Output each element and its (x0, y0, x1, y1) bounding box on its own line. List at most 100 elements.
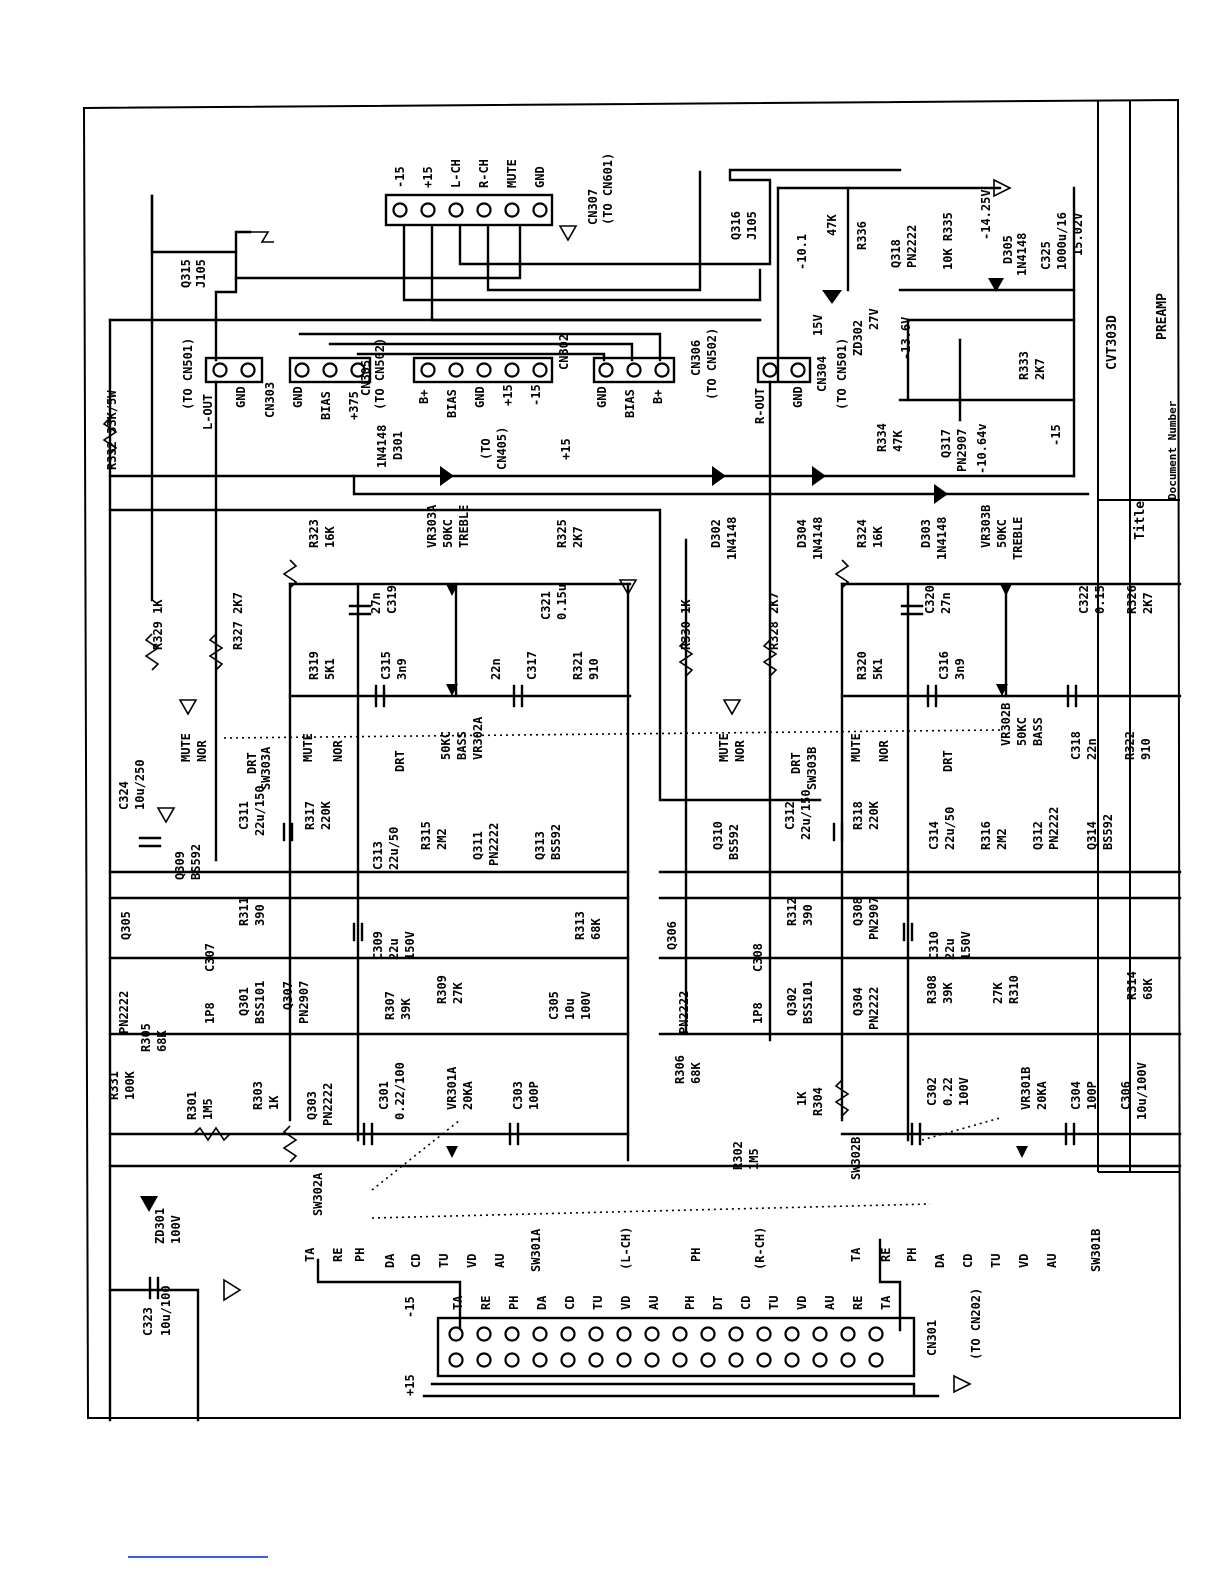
schematic-label: 22u (943, 938, 957, 960)
schematic-label: R329 1K (151, 599, 165, 650)
schematic-label: R-CH (477, 159, 491, 188)
schematic-label: PN2907 (955, 429, 969, 472)
schematic-label: (TO CN501) (181, 338, 195, 410)
schematic-label: C321 (539, 591, 553, 620)
schematic-label: MUTE (849, 733, 863, 762)
schematic-label: C312 (783, 801, 797, 830)
schematic-label: R331 (107, 1071, 121, 1100)
schematic-label: 1N4148 (725, 517, 739, 560)
schematic-label: GND (791, 386, 805, 408)
schematic-label: TREBLE (457, 505, 471, 548)
schematic-label: R306 (673, 1055, 687, 1084)
schematic-label: R323 (307, 519, 321, 548)
schematic-label: C325 (1039, 241, 1053, 270)
connector-pin (240, 362, 256, 378)
schematic-label: 27K (451, 982, 465, 1004)
connector-pin (784, 1352, 800, 1368)
schematic-label: 1P8 (203, 1002, 217, 1024)
schematic-label: R328 2K7 (767, 592, 781, 650)
schematic-label: (R-CH) (753, 1227, 767, 1270)
schematic-label: BS592 (1101, 814, 1115, 850)
schematic-label: PN2222 (1047, 807, 1061, 850)
title-label: Title (1133, 501, 1148, 540)
schematic-label: CD (563, 1296, 577, 1310)
schematic-label: TU (591, 1296, 605, 1310)
schematic-label: GND (291, 386, 305, 408)
schematic-label: PN2222 (677, 991, 691, 1034)
schematic-label: VR302B (999, 703, 1013, 746)
schematic-label: -14.25V (979, 189, 993, 240)
connector-pin (784, 1326, 800, 1342)
schematic-label: CN307 (586, 189, 600, 225)
schematic-label: CD (739, 1296, 753, 1310)
schematic-label: 10u/100V (1135, 1062, 1149, 1120)
schematic-label: GND (595, 386, 609, 408)
schematic-label: CN306 (689, 340, 703, 376)
schematic-label: Q311 (471, 831, 485, 860)
title-block: Title PREAMP Document Number CVT303D (1105, 293, 1179, 540)
schematic-label: R327 2K7 (231, 592, 245, 650)
schematic-label: GND (533, 166, 547, 188)
schematic-label: 22n (489, 658, 503, 680)
schematic-label: MUTE (301, 733, 315, 762)
schematic-label: VR303B (979, 505, 993, 548)
schematic-label: 15V (811, 314, 825, 336)
schematic-label: 1N4148 (811, 517, 825, 560)
schematic-label: Q305 (119, 911, 133, 940)
schematic-label: TU (437, 1254, 451, 1268)
schematic-label: NOR (195, 740, 209, 762)
schematic-label: -15 (529, 384, 543, 406)
schematic-label: DA (383, 1253, 397, 1268)
schematic-label: 100V (579, 991, 593, 1020)
schematic-label: 68K (155, 1030, 169, 1052)
connector-pin (700, 1352, 716, 1368)
schematic-label: VD (465, 1254, 479, 1268)
schematic-label: 2M2 (435, 828, 449, 850)
schematic-label: R336 (855, 221, 869, 250)
schematic-label: RE (851, 1296, 865, 1310)
schematic-label: R320 (855, 651, 869, 680)
connector-pin (350, 362, 366, 378)
schematic-label: 150V (959, 931, 973, 960)
schematic-label: 39K (399, 998, 413, 1020)
schematic-label: 2K7 (1033, 358, 1047, 380)
schematic-label: 39K (941, 982, 955, 1004)
schematic-label: 100K (123, 1070, 137, 1100)
schematic-label: C320 (923, 585, 937, 614)
schematic-label: 2K7 (1141, 592, 1155, 614)
schematic-label: Q312 (1031, 821, 1045, 850)
schematic-label: 22u/150 (799, 789, 813, 840)
schematic-label: B+ (417, 390, 431, 404)
schematic-label: 2M2 (995, 828, 1009, 850)
schematic-label: BASS (1031, 717, 1045, 746)
connector-pin (626, 362, 642, 378)
connector-pin (728, 1352, 744, 1368)
schematic-label: R302 (731, 1141, 745, 1170)
schematic-label: (TO CN501) (835, 338, 849, 410)
schematic-label: R303 (251, 1081, 265, 1110)
schematic-label: J105 (194, 259, 208, 288)
schematic-label: TU (767, 1296, 781, 1310)
schematic-label: -15 (403, 1296, 417, 1318)
schematic-label: TREBLE (1011, 517, 1025, 560)
schematic-label: C311 (237, 801, 251, 830)
connector-pin (448, 1352, 464, 1368)
schematic-label: PH (905, 1248, 919, 1262)
schematic-label: Q301 (237, 987, 251, 1016)
connector-pin (756, 1326, 772, 1342)
connector-pin (644, 1326, 660, 1342)
schematic-label: 10K R335 (941, 212, 955, 270)
schematic-label: R325 (555, 519, 569, 548)
schematic-label: 0.15u (555, 584, 569, 620)
schematic-label: VR302A (471, 716, 485, 760)
schematic-label: 10u/100 (159, 1285, 173, 1336)
schematic-label: R322 (1123, 731, 1137, 760)
connector-pin (294, 362, 310, 378)
schematic-label: BSS101 (253, 981, 267, 1024)
schematic-label: R319 (307, 651, 321, 680)
schematic-label: C322 (1077, 585, 1091, 614)
schematic-label: 16K (323, 526, 337, 548)
schematic-label: C308 (751, 943, 765, 972)
connector-pin (476, 202, 492, 218)
schematic-label: R301 (185, 1091, 199, 1120)
